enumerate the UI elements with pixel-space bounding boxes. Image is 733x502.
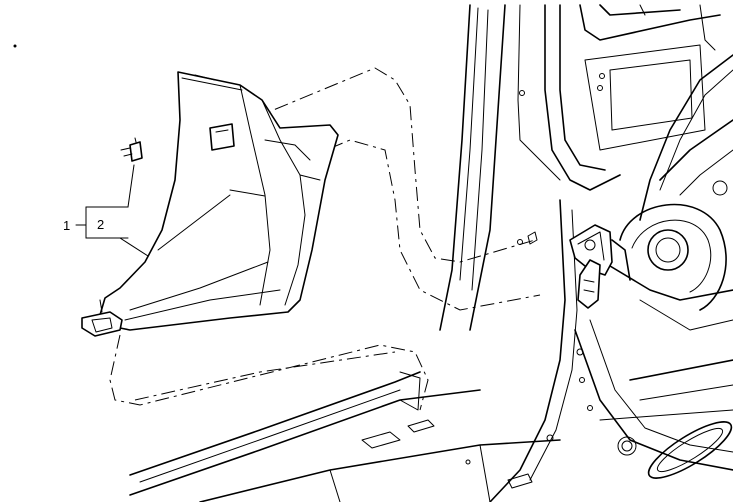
seat-belt-retractor-assembly xyxy=(569,224,631,309)
callout-label-1: 1 xyxy=(63,218,70,233)
callout-label-2: 2 xyxy=(97,217,104,232)
retainer-clip xyxy=(120,137,143,162)
b-pillar-body-structure xyxy=(439,4,733,502)
pillar-trim-panel xyxy=(81,71,339,337)
registration-dot xyxy=(13,44,17,48)
trim-position-outline xyxy=(109,67,541,411)
rocker-sill-structure xyxy=(129,371,561,502)
callout-leaders xyxy=(75,164,149,257)
